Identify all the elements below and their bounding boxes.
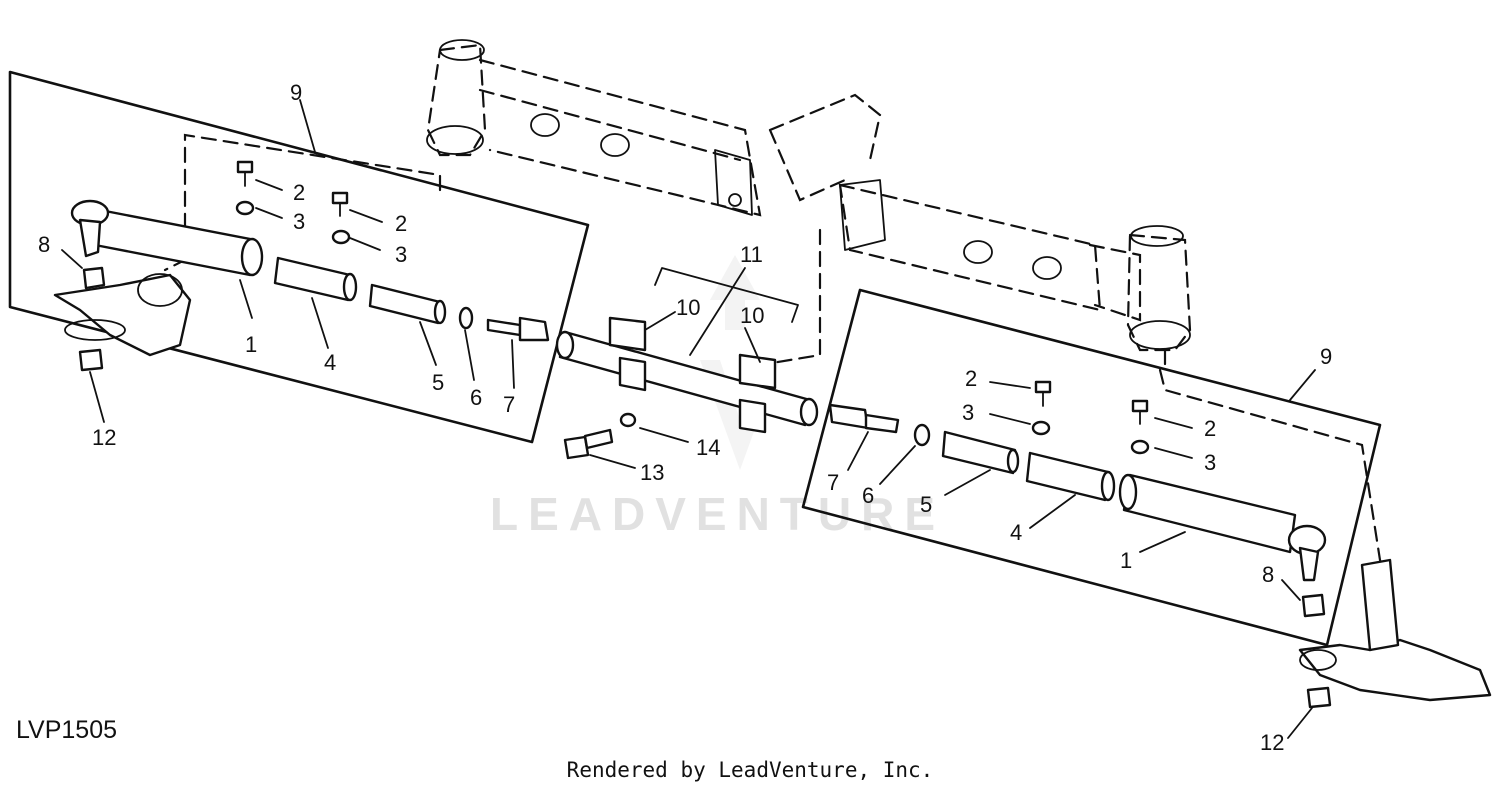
callout-left-12: 12 — [92, 425, 116, 450]
callout-labels: 9 2 3 2 3 8 1 4 5 6 7 12 11 10 10 14 13 … — [38, 80, 1332, 755]
callout-center-10a: 10 — [676, 295, 700, 320]
callout-right-1: 1 — [1120, 548, 1132, 573]
callout-left-1: 1 — [245, 332, 257, 357]
callout-right-5: 5 — [920, 492, 932, 517]
callout-left-2a: 2 — [293, 180, 305, 205]
figure-id: LVP1505 — [16, 716, 118, 744]
callout-right-3a: 3 — [962, 400, 974, 425]
callout-right-9: 9 — [1320, 344, 1332, 369]
callout-left-3a: 3 — [293, 209, 305, 234]
callout-left-3b: 3 — [395, 242, 407, 267]
callout-left-6: 6 — [470, 385, 482, 410]
center-tie-rod-group — [555, 267, 819, 469]
callout-center-14: 14 — [696, 435, 720, 460]
render-credit: Rendered by LeadVenture, Inc. — [566, 758, 934, 782]
callout-left-2b: 2 — [395, 211, 407, 236]
watermark-text: LEADVENTURE — [490, 488, 945, 540]
callout-right-2b: 2 — [1204, 416, 1216, 441]
right-tie-rod-group — [801, 288, 1492, 739]
callout-center-10b: 10 — [740, 303, 764, 328]
callout-left-9: 9 — [290, 80, 302, 105]
callout-center-13: 13 — [640, 460, 664, 485]
callout-right-7: 7 — [827, 470, 839, 495]
callout-left-8: 8 — [38, 232, 50, 257]
front-axle-dashed — [426, 39, 1192, 372]
callout-right-3b: 3 — [1204, 450, 1216, 475]
callout-left-5: 5 — [432, 370, 444, 395]
callout-right-6: 6 — [862, 483, 874, 508]
callout-right-8: 8 — [1262, 562, 1274, 587]
callout-center-11: 11 — [740, 242, 763, 267]
callout-left-4: 4 — [324, 350, 336, 375]
callout-right-4: 4 — [1010, 520, 1022, 545]
callout-left-7: 7 — [503, 392, 515, 417]
callout-right-2a: 2 — [965, 366, 977, 391]
left-tie-rod-group — [8, 70, 590, 444]
callout-right-12: 12 — [1260, 730, 1284, 755]
